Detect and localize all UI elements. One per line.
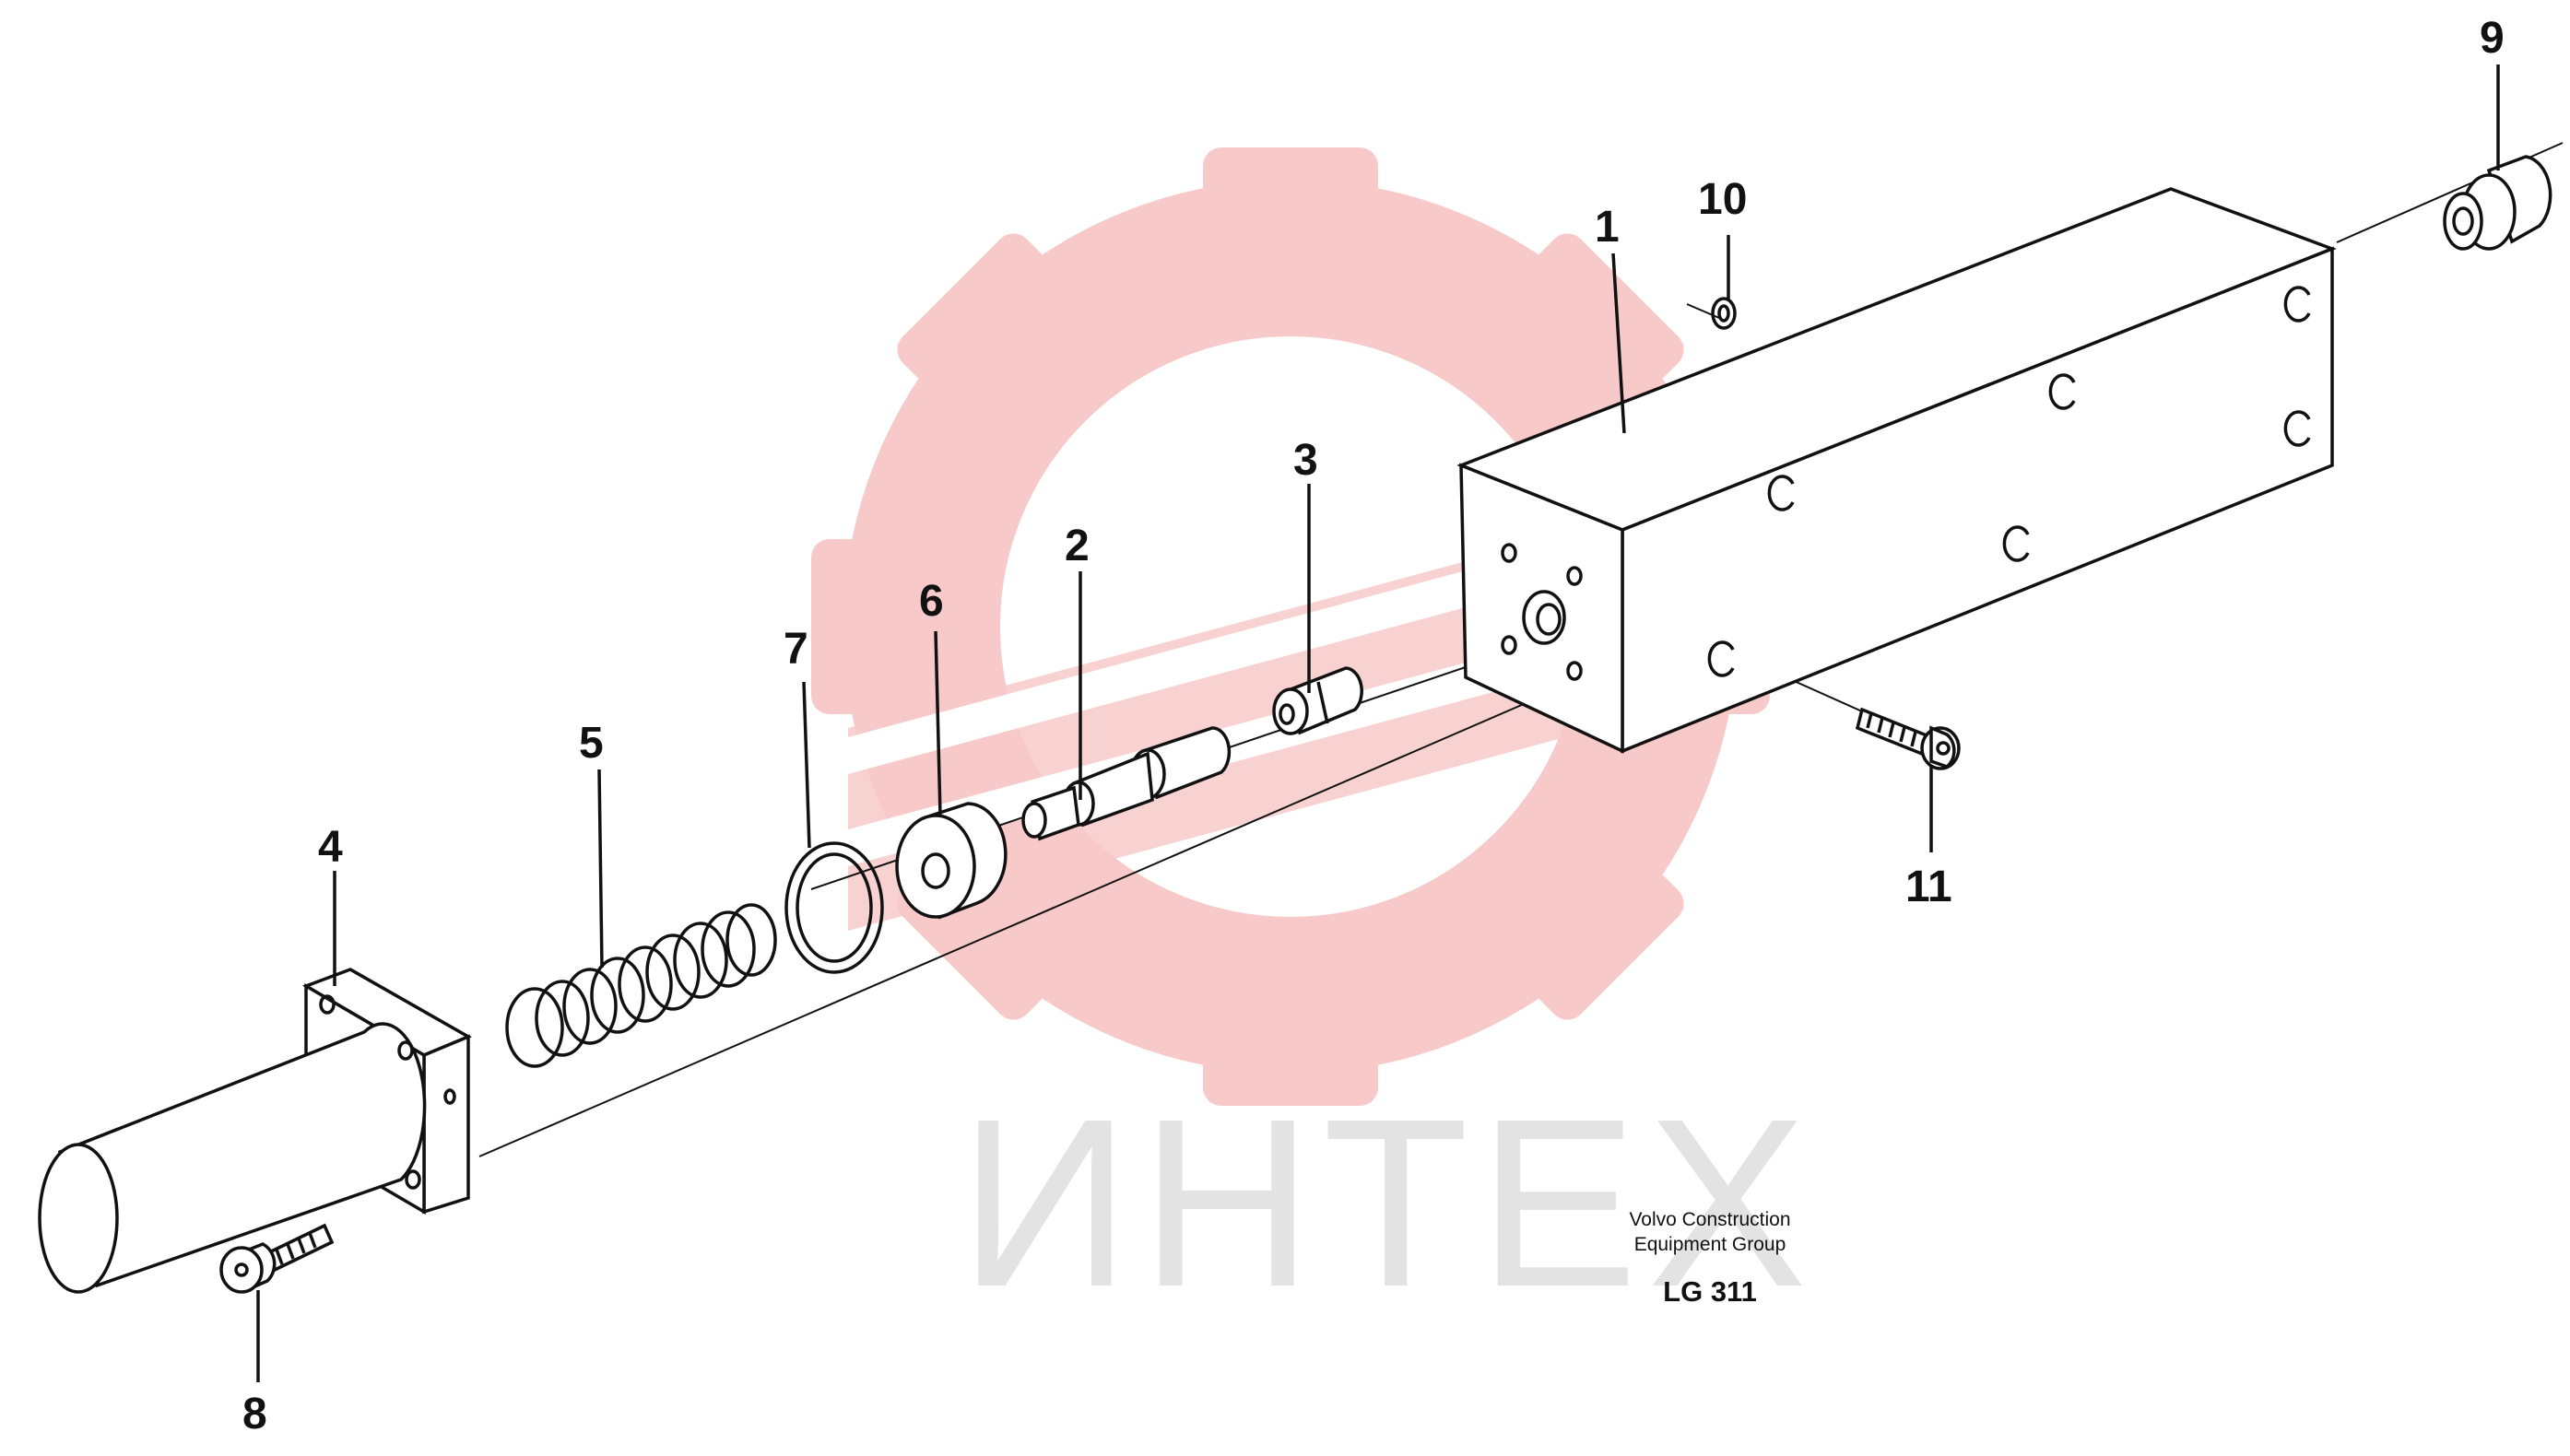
callout-labels: 1 2 3 4 5 6 7 8 9 10 11: [242, 14, 2505, 1438]
piston: [1021, 726, 1232, 841]
check-poppet: [1272, 666, 1363, 735]
callout-2: 2: [1065, 522, 1090, 570]
title-block: Volvo Construction Equipment Group LG 31…: [1629, 1209, 1790, 1308]
callout-9: 9: [2480, 14, 2505, 63]
drawing-code: LG 311: [1663, 1275, 1757, 1308]
screw-cover-fastener: [219, 1223, 335, 1294]
spring-seat-washer: [895, 802, 1008, 920]
credit-line-1: Volvo Construction: [1629, 1209, 1790, 1230]
watermark-text: ИНТЕХ: [959, 1070, 1816, 1337]
callout-6: 6: [919, 577, 944, 626]
screw-body-fastener: [1855, 707, 1961, 770]
plug: [2443, 155, 2552, 251]
o-ring-large: [784, 841, 884, 974]
callout-7: 7: [784, 625, 808, 674]
compression-spring: [505, 903, 777, 1068]
callout-1: 1: [1595, 203, 1620, 252]
callout-8: 8: [242, 1390, 267, 1438]
credit-line-2: Equipment Group: [1634, 1234, 1786, 1255]
leader-lines: [256, 65, 2500, 1382]
o-ring-small: [1711, 297, 1737, 330]
callout-5: 5: [579, 719, 604, 768]
callout-10: 10: [1698, 175, 1747, 224]
callout-3: 3: [1293, 436, 1318, 485]
callout-4: 4: [318, 823, 343, 872]
valve-body: [1456, 187, 2337, 754]
callout-11: 11: [1905, 863, 1952, 911]
end-cover: [38, 968, 472, 1294]
